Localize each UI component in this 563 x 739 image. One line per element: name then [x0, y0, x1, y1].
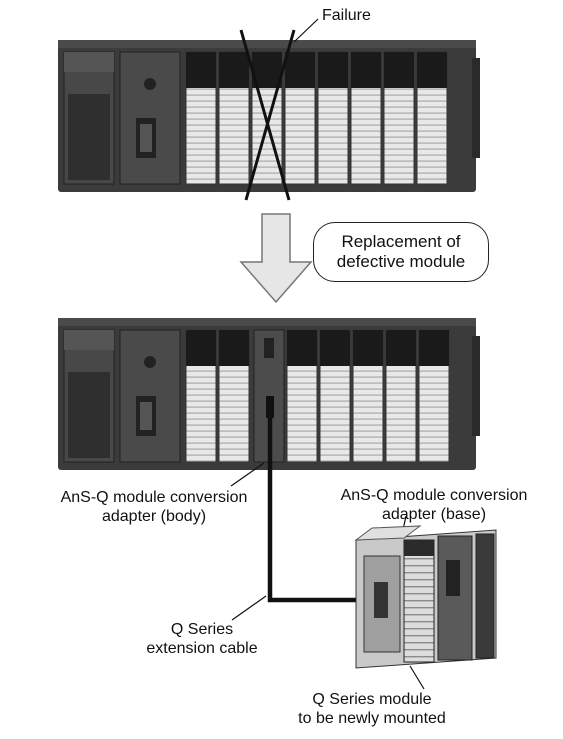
adapter-base-label: AnS-Q module conversion adapter (base)	[314, 486, 554, 524]
plc-rack-after	[58, 318, 480, 470]
adapter-body-label: AnS-Q module conversion adapter (body)	[34, 488, 274, 526]
adapter-body-label-line2: adapter (body)	[101, 508, 207, 525]
cable-label-line2: extension cable	[146, 640, 258, 657]
q-series-module	[403, 539, 435, 663]
adapter-body-label-line1: AnS-Q module conversion	[60, 489, 248, 506]
io-modules-after	[185, 329, 450, 463]
failure-label: Failure	[322, 7, 371, 24]
failure-pointer-line	[293, 18, 319, 43]
extension-cable	[267, 418, 370, 603]
adapter-base-label-line2: adapter (base)	[381, 506, 487, 523]
module-label: Q Series module to be newly mounted	[262, 690, 482, 728]
adapter-body-pointer	[230, 462, 265, 487]
replacement-callout-line2: defective module	[336, 252, 466, 271]
io-modules-before	[185, 51, 448, 185]
module-pointer	[409, 665, 425, 690]
down-arrow	[239, 213, 313, 304]
replacement-callout: Replacement of defective module	[313, 222, 489, 282]
module-label-line2: to be newly mounted	[298, 710, 446, 727]
cable-label: Q Series extension cable	[122, 620, 282, 658]
failure-cross-mark	[239, 29, 296, 201]
adapter-base-label-line1: AnS-Q module conversion	[340, 487, 528, 504]
module-label-line1: Q Series module	[312, 691, 432, 708]
cable-label-line1: Q Series	[170, 621, 234, 638]
plc-rack-before	[58, 18, 480, 201]
cable-pointer	[231, 595, 267, 621]
replacement-callout-line1: Replacement of	[341, 232, 461, 251]
adapter-base-unit	[354, 525, 497, 669]
